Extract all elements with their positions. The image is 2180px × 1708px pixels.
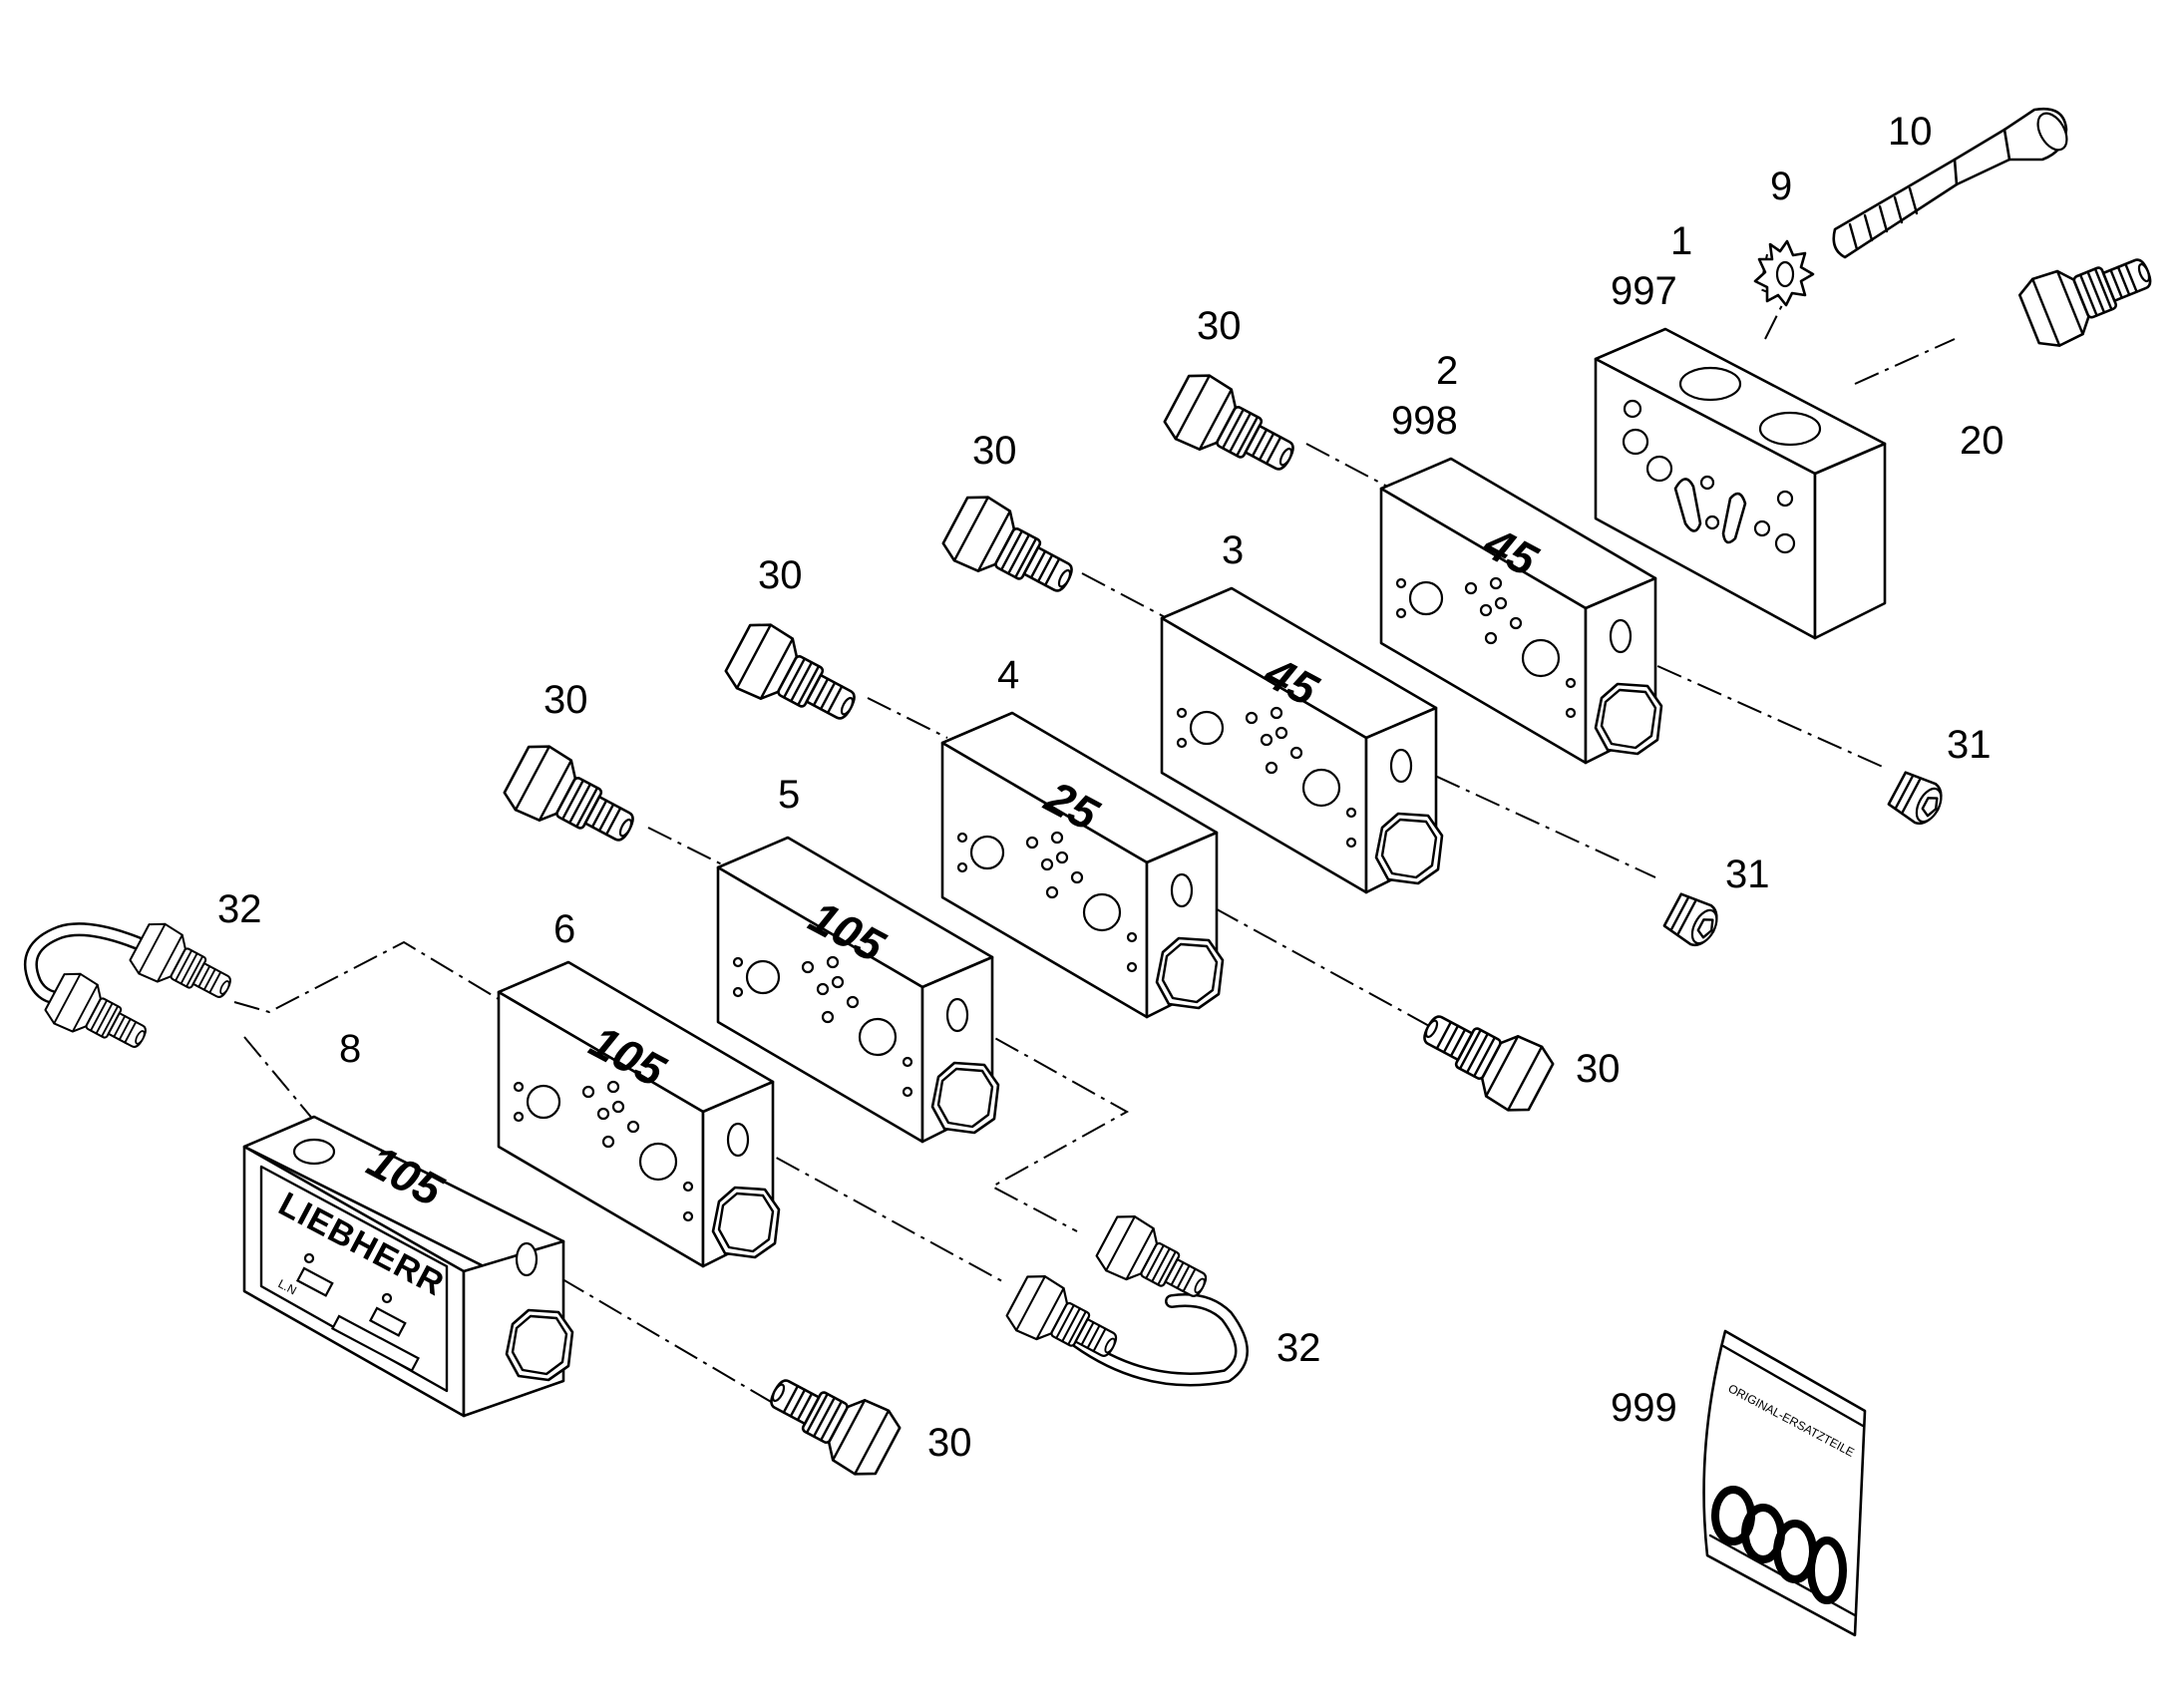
bolt-10: [1832, 107, 2068, 259]
callout-30-d: 30: [544, 678, 588, 722]
callout-1: 1: [1670, 219, 1692, 263]
callout-30-b: 30: [972, 429, 1017, 473]
plug-31-b: [1660, 888, 1725, 952]
fitting-30-e: [1409, 993, 1560, 1121]
callout-32-b: 32: [1276, 1326, 1321, 1370]
fitting-20: [2014, 236, 2163, 354]
callout-30-c: 30: [758, 553, 803, 597]
callout-6: 6: [553, 907, 575, 951]
callout-10: 10: [1888, 110, 1933, 154]
callout-32-a: 32: [217, 887, 262, 931]
callout-4: 4: [997, 653, 1019, 697]
block-2: 45: [1379, 457, 1663, 765]
callout-30-e: 30: [1576, 1047, 1621, 1091]
block-6: 105: [497, 960, 781, 1268]
center-lines: [233, 253, 1956, 1407]
fitting-30-d: [498, 736, 648, 863]
callout-numbers: 1 997 2 998 3 4 5 6 8 9 10 20 30 30 30 3…: [217, 110, 2004, 1465]
end-block-1: [1594, 327, 1887, 640]
fitting-30-b: [936, 487, 1087, 614]
callout-998: 998: [1391, 399, 1458, 443]
fitting-30-c: [719, 614, 870, 742]
callout-997: 997: [1611, 269, 1677, 313]
hose-32-left: [24, 916, 242, 1065]
block-5: 105: [716, 836, 1000, 1144]
block-3: 45: [1160, 586, 1444, 894]
fitting-30-f: [756, 1357, 907, 1485]
callout-5: 5: [778, 773, 800, 817]
callout-9: 9: [1770, 165, 1792, 208]
callout-31-a: 31: [1947, 723, 1992, 767]
block-4: 25: [940, 711, 1225, 1019]
lock-washer-9: [1753, 239, 1815, 307]
callout-2: 2: [1436, 349, 1458, 393]
callout-30-a: 30: [1197, 304, 1242, 348]
callout-3: 3: [1222, 528, 1244, 572]
callout-31-b: 31: [1725, 853, 1770, 896]
fitting-30-a: [1158, 365, 1308, 493]
plug-31-a: [1885, 767, 1950, 831]
callout-999: 999: [1611, 1386, 1677, 1430]
seal-kit-bag-999: ORIGINAL-ERSATZTEILE: [1702, 1329, 1867, 1637]
callout-20: 20: [1960, 419, 2004, 463]
callout-30-f: 30: [927, 1421, 972, 1465]
hose-32-right: [1001, 1207, 1249, 1387]
callout-8: 8: [339, 1027, 361, 1071]
